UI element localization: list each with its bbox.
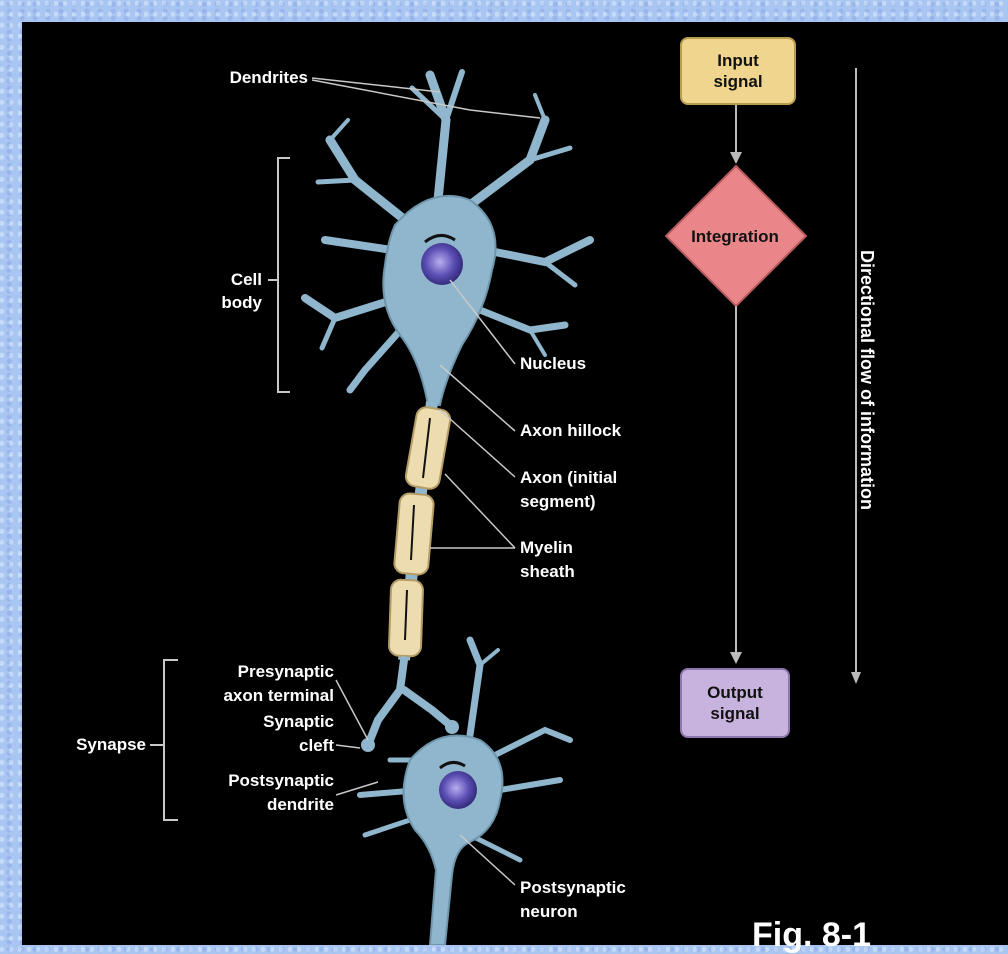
label-nucleus: Nucleus: [520, 354, 586, 374]
label-synaptic-cleft-line2: cleft: [170, 736, 334, 756]
postsynaptic-cell-body: [404, 736, 503, 946]
label-postsynaptic-neuron-line1: Postsynaptic: [520, 878, 626, 898]
cell-body: [383, 196, 495, 405]
label-postsynaptic-dendrite-line1: Postsynaptic: [160, 771, 334, 791]
label-myelin-line2: sheath: [520, 562, 575, 582]
label-presynaptic-line2: axon terminal: [170, 686, 334, 706]
label-postsynaptic-neuron-line2: neuron: [520, 902, 578, 922]
input-signal-line2: signal: [713, 71, 762, 92]
myelin-segments: [389, 406, 452, 657]
output-signal-line2: signal: [707, 703, 763, 724]
flowchart: [666, 68, 861, 684]
output-signal-line1: Output: [707, 682, 763, 703]
figure-caption: Fig. 8-1: [752, 918, 871, 952]
label-synapse: Synapse: [40, 735, 146, 755]
label-synaptic-cleft-line1: Synaptic: [170, 712, 334, 732]
integration-label: Integration: [662, 222, 808, 250]
axon-terminal-branches: [368, 660, 450, 745]
input-signal-box: Input signal: [680, 37, 796, 105]
label-myelin-line1: Myelin: [520, 538, 573, 558]
label-axon-initial-line1: Axon (initial: [520, 468, 617, 488]
label-postsynaptic-dendrite-line2: dendrite: [160, 795, 334, 815]
nucleus-icon: [421, 243, 463, 285]
label-presynaptic-line1: Presynaptic: [170, 662, 334, 682]
output-signal-box: Output signal: [680, 668, 790, 738]
label-axon-hillock: Axon hillock: [520, 421, 621, 441]
input-signal-line1: Input: [713, 50, 762, 71]
label-axon-initial-line2: segment): [520, 492, 596, 512]
label-cell-body-line2: body: [180, 293, 262, 313]
label-cell-body-line1: Cell: [180, 270, 262, 290]
directional-flow-label: Directional flow of information: [855, 190, 879, 570]
label-dendrites: Dendrites: [150, 68, 308, 88]
